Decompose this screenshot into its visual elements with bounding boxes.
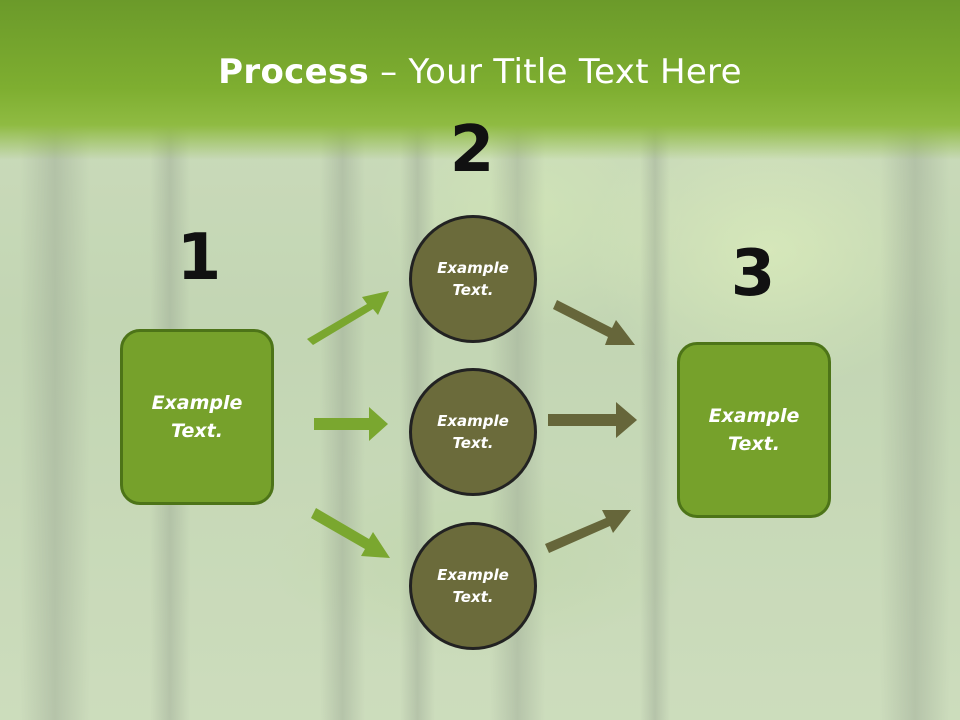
arrow-1-to-middle-icon <box>314 407 388 441</box>
step-2-label-bottom: Example Text. <box>437 565 509 607</box>
step-number-3: 3 <box>730 237 776 311</box>
step-1-box: Example Text. <box>120 329 274 505</box>
step-1-label: Example Text. <box>151 391 243 443</box>
slide-title: Process – Your Title Text Here <box>0 52 960 92</box>
title-banner <box>0 0 960 160</box>
step-2-circle-middle: Example Text. <box>409 368 537 496</box>
step-2-label-top: Example Text. <box>437 258 509 300</box>
step-number-1: 1 <box>176 221 222 295</box>
step-2-circle-top: Example Text. <box>409 215 537 343</box>
step-2-circle-bottom: Example Text. <box>409 522 537 650</box>
step-3-label: Example Text. <box>708 404 800 456</box>
title-bold: Process <box>218 52 370 92</box>
step-number-2: 2 <box>449 113 495 187</box>
arrow-bottom-to-3-icon <box>545 510 631 553</box>
title-rest: – Your Title Text Here <box>369 52 742 92</box>
step-2-label-middle: Example Text. <box>437 411 509 453</box>
arrow-1-to-bottom-icon <box>311 508 390 558</box>
arrow-middle-to-3-icon <box>548 402 637 438</box>
arrow-top-to-3-icon <box>553 300 635 345</box>
step-3-box: Example Text. <box>677 342 831 518</box>
arrow-1-to-top-icon <box>307 291 389 345</box>
